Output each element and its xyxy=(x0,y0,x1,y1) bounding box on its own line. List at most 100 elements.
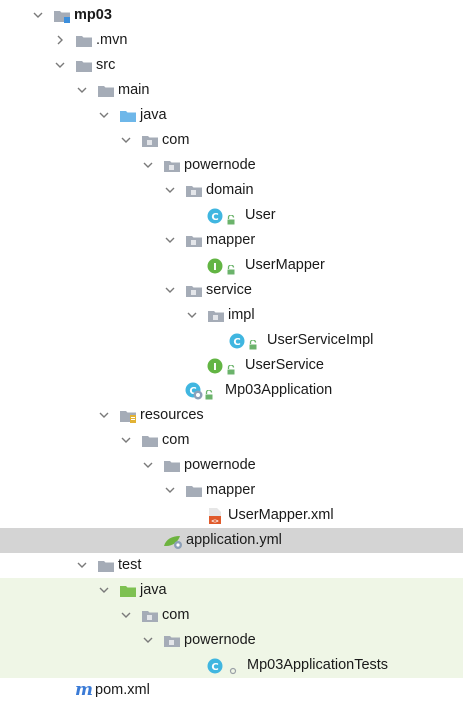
chevron-down-icon[interactable] xyxy=(32,9,44,21)
svg-text:C: C xyxy=(233,337,240,348)
tree-row[interactable]: C Mp03ApplicationTests xyxy=(0,653,463,678)
module-folder-icon xyxy=(53,7,71,24)
tree-row-label: mp03 xyxy=(74,7,112,23)
chevron-down-icon[interactable] xyxy=(98,109,110,121)
tree-row[interactable]: mp03 xyxy=(0,3,463,28)
lock-icon xyxy=(227,211,235,228)
tree-row-label: service xyxy=(206,282,252,298)
tree-row[interactable]: powernode xyxy=(0,453,463,478)
chevron-down-icon[interactable] xyxy=(164,234,176,246)
tree-row[interactable]: com xyxy=(0,603,463,628)
tree-row-label: UserService xyxy=(245,357,324,373)
chevron-down-icon[interactable] xyxy=(120,609,132,621)
tree-row[interactable]: impl xyxy=(0,303,463,328)
tree-row-label: pom.xml xyxy=(95,682,150,698)
svg-text:I: I xyxy=(213,362,217,373)
tree-row-label: com xyxy=(162,132,190,148)
folder-icon xyxy=(97,82,115,99)
tree-row[interactable]: I UserService xyxy=(0,353,463,378)
tree-row-label: powernode xyxy=(184,632,256,648)
svg-text:<>: <> xyxy=(211,518,219,525)
tree-row[interactable]: powernode xyxy=(0,628,463,653)
tree-row[interactable]: service xyxy=(0,278,463,303)
tree-row-label: com xyxy=(162,607,190,623)
chevron-right-icon[interactable] xyxy=(54,34,66,46)
tree-row-label: java xyxy=(140,107,167,123)
chevron-down-icon[interactable] xyxy=(98,409,110,421)
tree-row[interactable]: java xyxy=(0,578,463,603)
class-icon: C xyxy=(207,657,223,674)
lock-icon xyxy=(249,336,257,353)
tree-row-label: application.yml xyxy=(186,532,282,548)
class-icon: C xyxy=(229,332,245,349)
interface-icon: I xyxy=(207,257,223,274)
folder-icon xyxy=(163,457,181,474)
tree-row[interactable]: application.yml xyxy=(0,528,463,553)
tree-row[interactable]: C Mp03Application xyxy=(0,378,463,403)
tree-row-label: powernode xyxy=(184,457,256,473)
tree-row[interactable]: src xyxy=(0,53,463,78)
folder-icon xyxy=(75,32,93,49)
package-icon xyxy=(163,157,181,174)
tree-row-label: Mp03ApplicationTests xyxy=(247,657,389,673)
tree-row[interactable]: java xyxy=(0,103,463,128)
chevron-down-icon[interactable] xyxy=(142,634,154,646)
tree-row-label: mapper xyxy=(206,232,256,248)
tree-row[interactable]: mapper xyxy=(0,478,463,503)
tree-row[interactable]: powernode xyxy=(0,153,463,178)
maven-file-icon: m xyxy=(75,680,93,700)
tree-row[interactable]: .mvn xyxy=(0,28,463,53)
package-icon xyxy=(141,132,159,149)
package-icon xyxy=(185,282,203,299)
package-icon xyxy=(185,232,203,249)
tree-row[interactable]: <>UserMapper.xml xyxy=(0,503,463,528)
tree-row-label: mapper xyxy=(206,482,256,498)
package-icon xyxy=(207,307,225,324)
chevron-down-icon[interactable] xyxy=(76,84,88,96)
package-icon xyxy=(185,182,203,199)
chevron-down-icon[interactable] xyxy=(120,134,132,146)
tree-row-label: UserMapper xyxy=(245,257,325,273)
chevron-down-icon[interactable] xyxy=(120,434,132,446)
tree-row-label: User xyxy=(245,207,276,223)
class-icon: C xyxy=(207,207,223,224)
tree-row-label: src xyxy=(96,57,116,73)
package-icon xyxy=(141,607,159,624)
tree-row[interactable]: mapper xyxy=(0,228,463,253)
chevron-down-icon[interactable] xyxy=(164,484,176,496)
tree-row[interactable]: com xyxy=(0,128,463,153)
tree-row[interactable]: domain xyxy=(0,178,463,203)
tree-row-label: domain xyxy=(206,182,254,198)
source-root-folder-icon xyxy=(119,107,137,124)
lock-icon xyxy=(227,361,235,378)
folder-icon xyxy=(185,482,203,499)
tree-row[interactable]: com xyxy=(0,428,463,453)
chevron-down-icon[interactable] xyxy=(54,59,66,71)
spring-boot-class-icon: C xyxy=(185,382,203,399)
tree-row[interactable]: I UserMapper xyxy=(0,253,463,278)
svg-text:C: C xyxy=(211,662,218,673)
tree-row[interactable]: test xyxy=(0,553,463,578)
chevron-down-icon[interactable] xyxy=(142,159,154,171)
tree-row[interactable]: C User xyxy=(0,203,463,228)
tree-row-label: Mp03Application xyxy=(225,382,333,398)
tree-row-label: powernode xyxy=(184,157,256,173)
resources-folder-icon xyxy=(119,407,137,424)
tree-row-label: test xyxy=(118,557,142,573)
chevron-down-icon[interactable] xyxy=(76,559,88,571)
lock-icon xyxy=(205,386,213,403)
yaml-file-icon xyxy=(163,532,183,549)
tree-row-label: main xyxy=(118,82,150,98)
tree-row[interactable]: main xyxy=(0,78,463,103)
chevron-down-icon[interactable] xyxy=(164,284,176,296)
package-icon xyxy=(163,632,181,649)
chevron-down-icon[interactable] xyxy=(186,309,198,321)
chevron-down-icon[interactable] xyxy=(164,184,176,196)
folder-icon xyxy=(141,432,159,449)
chevron-down-icon[interactable] xyxy=(98,584,110,596)
tree-row[interactable]: resources xyxy=(0,403,463,428)
chevron-down-icon[interactable] xyxy=(142,459,154,471)
